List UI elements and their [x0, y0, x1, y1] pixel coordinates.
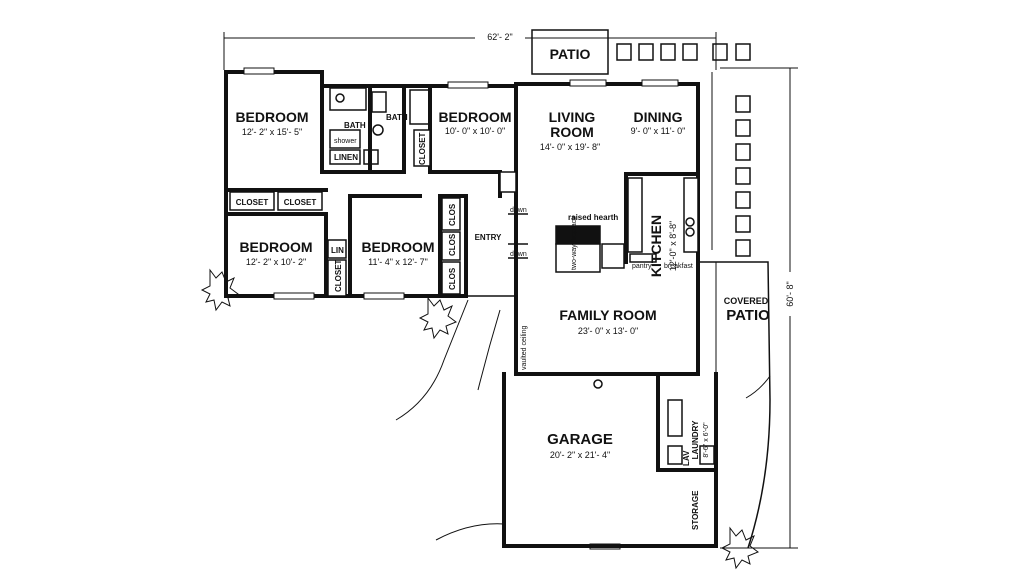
clos-1-label: CLOS: [448, 203, 457, 226]
dining-label: DINING: [634, 109, 683, 125]
linen-label: LINEN: [334, 153, 358, 162]
closet-bedroom-2-label: CLOSET: [418, 132, 427, 165]
closet-bedroom-3-label: CLOSET: [334, 259, 343, 292]
fireplace: [555, 225, 625, 273]
landscaping: [200, 268, 771, 570]
dining-dims: 9'- 0" x 11'- 0": [631, 126, 686, 136]
garage-label: GARAGE: [547, 431, 613, 448]
down-1-label: down: [510, 207, 527, 214]
bedroom-2: [413, 129, 517, 198]
laundry-label: LAUNDRY: [691, 420, 700, 459]
entry: [466, 213, 528, 297]
overall-width-dimension: 62'- 2": [223, 30, 717, 70]
raised-hearth-label: raised hearth: [568, 213, 618, 222]
lav-label: LAV: [682, 450, 691, 466]
living-dining: [624, 172, 700, 264]
bedroom-4-dims: 11'- 4" x 12'- 7": [368, 257, 428, 267]
garage: [502, 372, 718, 548]
patio-stepping-stones: [531, 29, 751, 257]
bedroom-1-dims: 12'- 2" x 15'- 5": [242, 127, 302, 137]
shower-label: shower: [334, 138, 357, 145]
living-room-label-2: ROOM: [550, 124, 594, 140]
patio-label: PATIO: [550, 46, 591, 62]
clos-2-label: CLOS: [448, 233, 457, 256]
living-room-label-1: LIVING: [549, 109, 596, 125]
living-room-dims: 14'- 0" x 19'- 8": [540, 142, 600, 152]
garage-dims: 20'- 2" x 21'- 4": [550, 450, 610, 460]
covered-patio-label-2: PATIO: [726, 307, 770, 324]
bedroom-4-label: BEDROOM: [361, 239, 434, 255]
bedroom-2-label: BEDROOM: [438, 109, 511, 125]
entry-label: ENTRY: [475, 233, 502, 242]
family-room-label: FAMILY ROOM: [559, 307, 656, 323]
closet-b-label: CLOSET: [284, 198, 317, 207]
bedroom-3-dims: 12'- 2" x 10'- 2": [246, 257, 306, 267]
bedroom-3: [224, 194, 352, 298]
fireplace-label: two-way fireplace: [571, 216, 578, 270]
bedroom-4: [348, 194, 468, 298]
bedroom-3-label: BEDROOM: [239, 239, 312, 255]
covered-patio-label-1: COVERED: [724, 296, 769, 306]
kitchen: [627, 177, 699, 263]
laundry-dims: 8'-6" x 6'-0": [703, 422, 710, 458]
vaulted-ceiling-label: vaulted ceiling: [521, 326, 528, 370]
pantry-label: pantry: [632, 263, 652, 270]
bath-label: BATH: [344, 121, 366, 130]
kitchen-dims: 12'-0" x 8'-8": [668, 221, 678, 271]
down-2-label: down: [510, 251, 527, 258]
bedroom-1: [224, 84, 328, 211]
breakfast-label: breakfast: [664, 263, 693, 270]
kitchen-label: KITCHEN: [648, 215, 664, 277]
family-room-dims: 23'- 0" x 13'- 0": [578, 326, 638, 336]
overall-depth-label: 60'- 8": [785, 281, 795, 306]
overall-depth-dimension: 60'- 8": [720, 67, 798, 549]
storage-label: STORAGE: [691, 490, 700, 530]
closet-a-label: CLOSET: [236, 198, 269, 207]
bath-2-label: BATH: [386, 113, 408, 122]
lin-label: LIN: [331, 246, 344, 255]
overall-width-label: 62'- 2": [487, 32, 512, 42]
bedroom-2-dims: 10'- 0" x 10'- 0": [445, 126, 505, 136]
clos-3-label: CLOS: [448, 267, 457, 290]
bedroom-1-label: BEDROOM: [235, 109, 308, 125]
